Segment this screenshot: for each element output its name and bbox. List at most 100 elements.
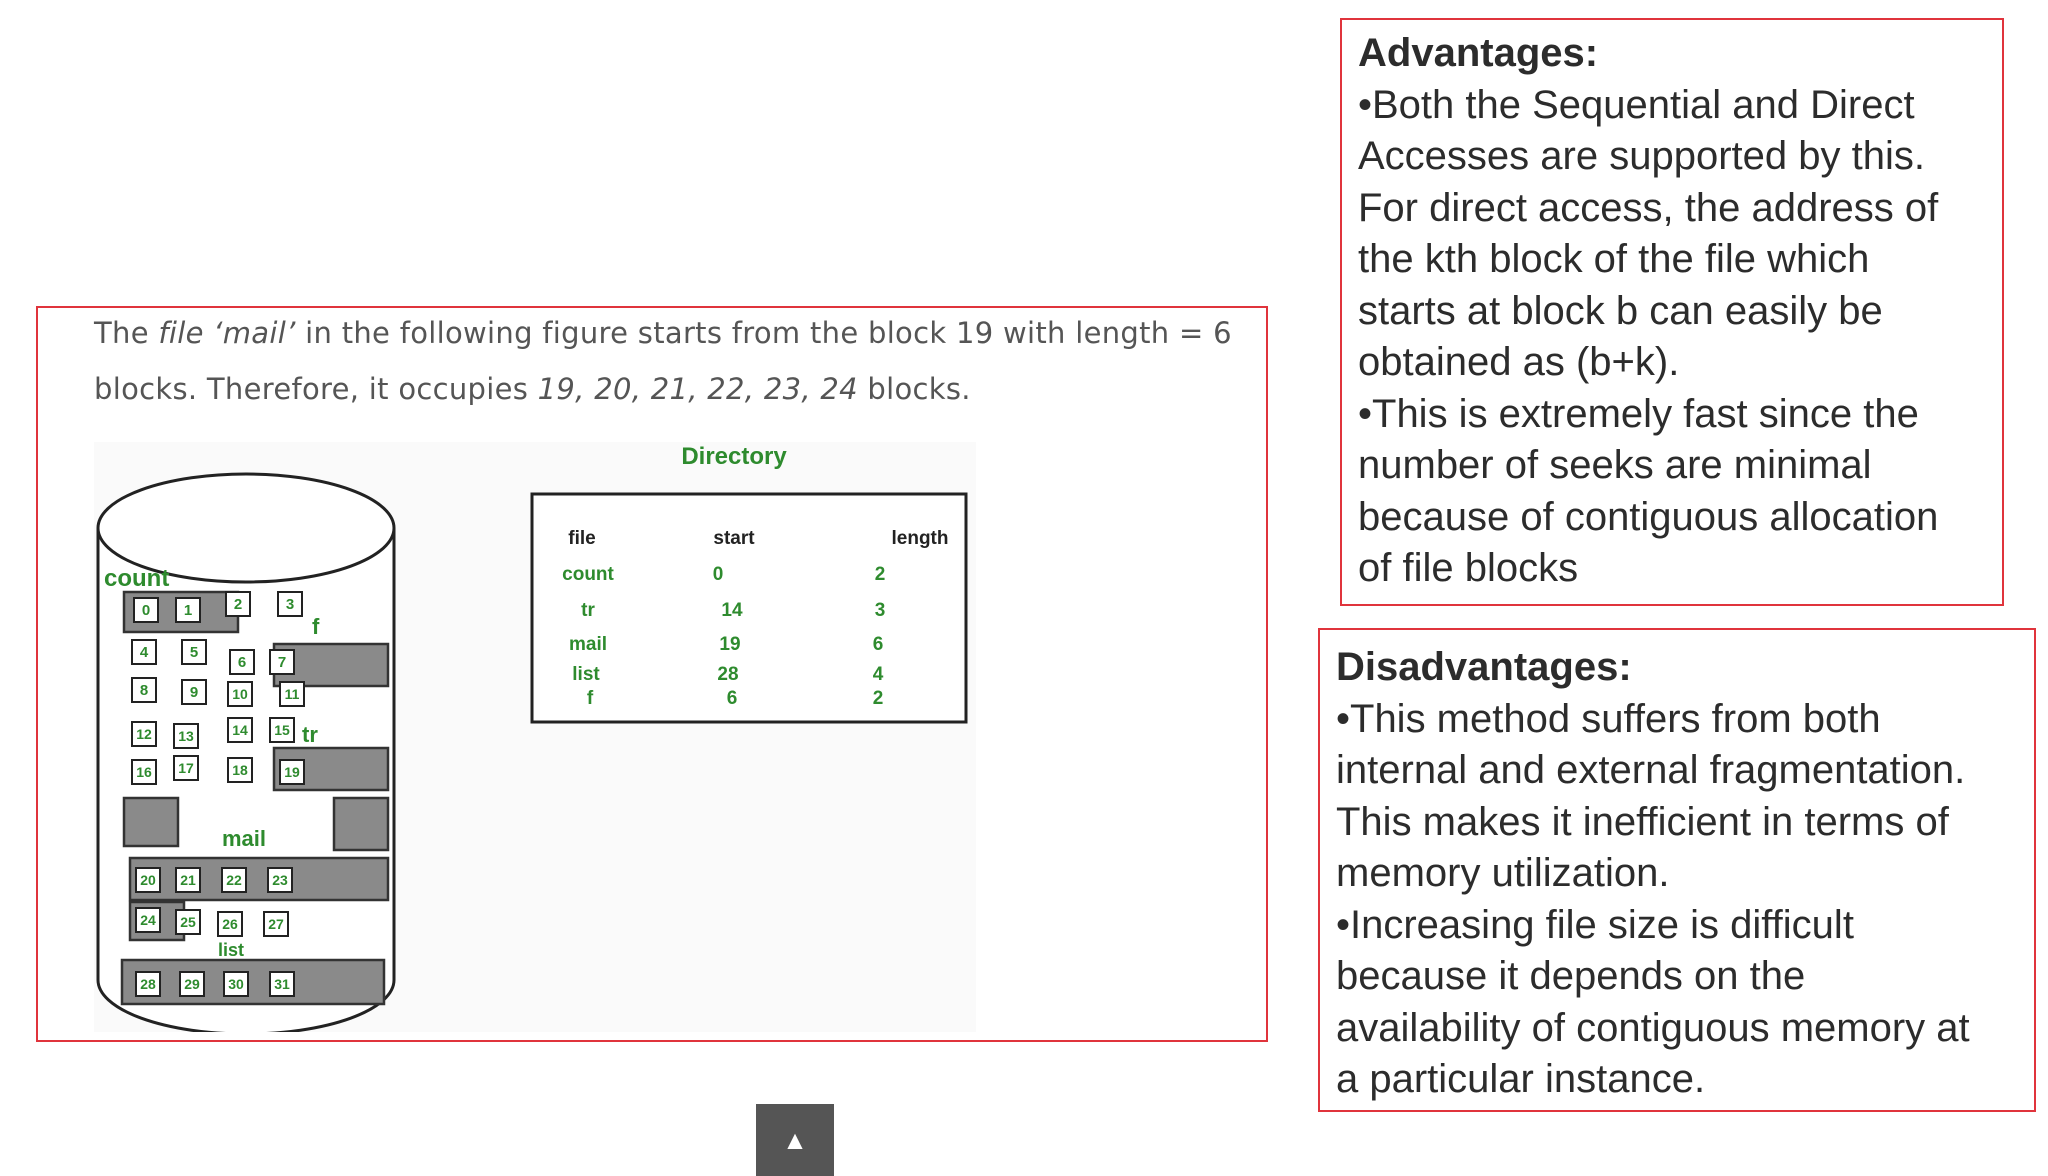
disadvantages-line: memory utilization. — [1336, 851, 1670, 895]
block-22 — [221, 867, 247, 893]
block-number-7: 7 — [278, 654, 286, 671]
advantages-line: of file blocks — [1358, 546, 1579, 590]
block-19 — [279, 759, 305, 785]
block-16 — [131, 759, 157, 785]
table-cell: 3 — [875, 600, 886, 621]
table-cell: 2 — [875, 564, 886, 585]
table-header-length: length — [892, 528, 949, 549]
block-21 — [175, 867, 201, 893]
block-number-4: 4 — [140, 644, 149, 661]
block-17 — [173, 755, 199, 781]
block-29 — [179, 971, 205, 997]
group-mail-16 — [122, 796, 180, 848]
block-7 — [269, 649, 295, 675]
block-number-19: 19 — [284, 764, 300, 780]
scroll-to-top-button[interactable]: ▲ — [756, 1104, 834, 1176]
disadvantages-line: availability of contiguous memory at — [1336, 1005, 1970, 1050]
block-15 — [269, 717, 295, 743]
advantages-line: because of contiguous allocation — [1358, 494, 1939, 539]
block-28 — [135, 971, 161, 997]
block-10 — [227, 681, 253, 707]
disadvantages-line: •This method suffers from both — [1336, 696, 1881, 741]
block-3 — [277, 591, 303, 617]
caption-text: in the following figure starts from the … — [295, 316, 1232, 350]
disadvantages-box: Disadvantages: •This method suffers from… — [1318, 628, 2036, 1112]
block-4 — [131, 639, 157, 665]
group-mail-19 — [332, 796, 390, 852]
block-number-29: 29 — [184, 976, 200, 992]
advantages-heading: Advantages: — [1358, 31, 1599, 75]
table-cell: 14 — [721, 600, 743, 621]
label-count: count — [104, 565, 169, 592]
caption-text: blocks. — [857, 372, 971, 406]
block-6 — [229, 649, 255, 675]
block-30 — [223, 971, 249, 997]
block-number-3: 3 — [286, 596, 294, 613]
table-cell: f — [587, 688, 594, 709]
block-number-8: 8 — [140, 682, 148, 699]
group-mail-row — [128, 856, 390, 902]
table-cell: 19 — [719, 634, 740, 655]
advantages-box: Advantages: •Both the Sequential and Dir… — [1340, 18, 2004, 606]
block-18 — [227, 757, 253, 783]
caption-text: blocks. Therefore, it occupies — [94, 372, 538, 406]
label-tr: tr — [302, 722, 318, 747]
advantages-line: the kth block of the file which — [1358, 237, 1870, 281]
block-27 — [263, 911, 289, 937]
block-number-17: 17 — [178, 760, 194, 776]
block-number-12: 12 — [136, 726, 152, 742]
block-number-31: 31 — [274, 976, 290, 992]
advantages-line: For direct access, the address of — [1358, 185, 1939, 230]
block-9 — [181, 679, 207, 705]
block-number-24: 24 — [140, 912, 156, 928]
caption-line-1: The file ‘mail’ in the following figure … — [94, 316, 1232, 350]
block-number-16: 16 — [136, 764, 152, 780]
block-number-30: 30 — [228, 976, 244, 992]
caption-italic: 19, 20, 21, 22, 23, 24 — [537, 372, 858, 406]
block-23 — [267, 867, 293, 893]
block-0 — [133, 597, 159, 623]
block-number-2: 2 — [234, 596, 242, 613]
disadvantages-line: •Increasing file size is difficult — [1336, 902, 1854, 947]
block-number-21: 21 — [180, 872, 196, 888]
disadvantages-line: internal and external fragmentation. — [1336, 748, 1966, 792]
group-list — [120, 958, 386, 1006]
disadvantages-line: a particular instance. — [1336, 1057, 1706, 1101]
advantages-line: •This is extremely fast since the — [1358, 391, 1919, 436]
block-20 — [135, 867, 161, 893]
table-cell: count — [562, 564, 614, 585]
advantages-line: number of seeks are minimal — [1358, 443, 1872, 487]
block-31 — [269, 971, 295, 997]
label-mail: mail — [222, 826, 266, 851]
block-26 — [217, 911, 243, 937]
table-cell: mail — [569, 634, 607, 655]
table-cell: 6 — [873, 634, 884, 655]
table-cell: 28 — [717, 664, 738, 685]
contiguous-allocation-example-panel: The file ‘mail’ in the following figure … — [36, 306, 1268, 1176]
table-cell: tr — [581, 600, 595, 621]
block-number-26: 26 — [222, 916, 238, 932]
block-11 — [279, 681, 305, 707]
block-number-23: 23 — [272, 872, 288, 888]
block-number-27: 27 — [268, 916, 284, 932]
advantages-line: •Both the Sequential and Direct — [1358, 82, 1915, 127]
block-number-15: 15 — [274, 722, 290, 738]
block-25 — [175, 909, 201, 935]
block-13 — [173, 723, 199, 749]
block-number-9: 9 — [190, 684, 198, 701]
block-number-22: 22 — [226, 872, 242, 888]
label-f: f — [312, 614, 320, 639]
caption-text: The — [94, 316, 159, 350]
table-cell: 0 — [713, 564, 724, 585]
table-cell: 2 — [873, 688, 884, 709]
caption-line-2: blocks. Therefore, it occupies 19, 20, 2… — [94, 372, 971, 406]
block-number-13: 13 — [178, 728, 194, 744]
block-12 — [131, 721, 157, 747]
block-number-0: 0 — [142, 602, 150, 619]
caption-italic: file ‘mail’ — [158, 316, 296, 350]
advantages-line: Accesses are supported by this. — [1358, 134, 1925, 178]
